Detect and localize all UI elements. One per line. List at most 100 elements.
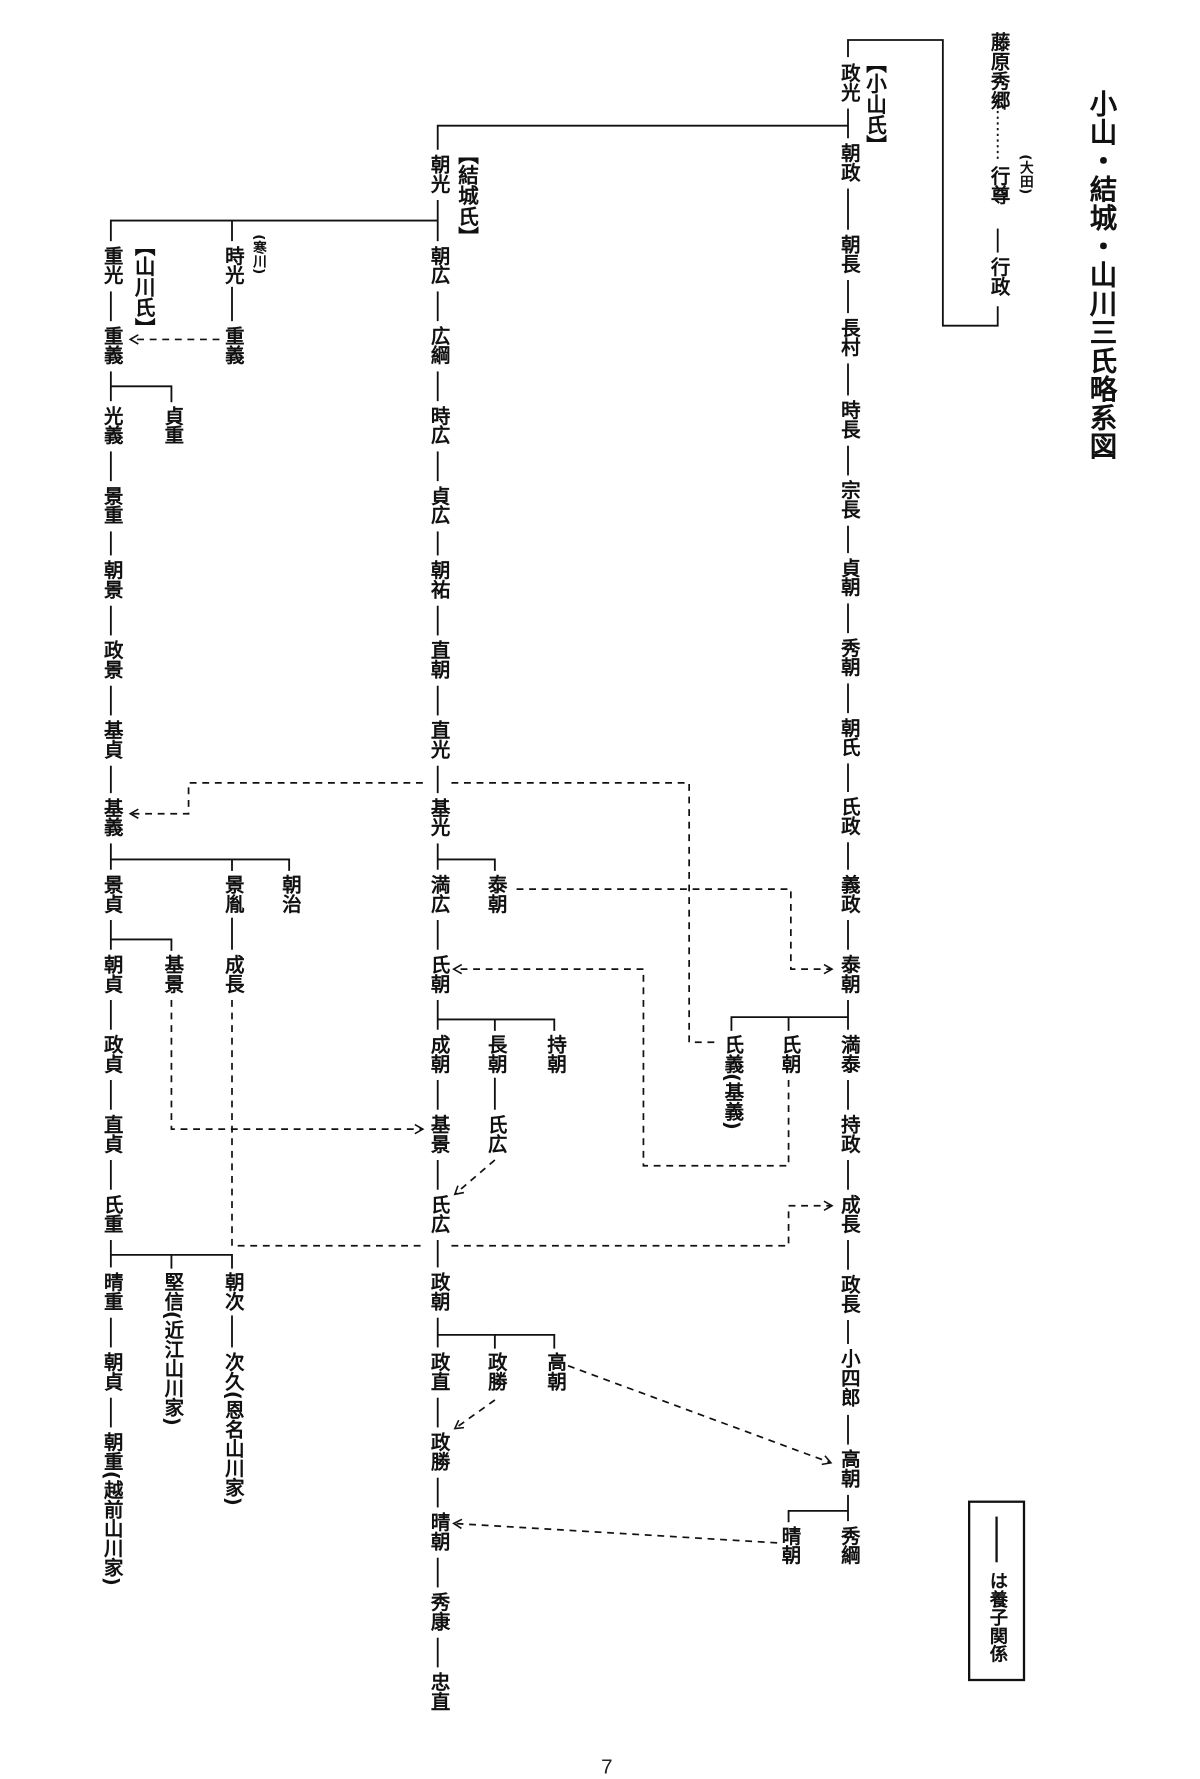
- person-name: 高朝: [542, 1351, 566, 1391]
- person-name: 行政: [986, 257, 1010, 296]
- person-name: 満広: [426, 874, 450, 914]
- ujitomo-branch-line: [437, 1018, 556, 1031]
- person-name: 朝治: [277, 874, 301, 914]
- person-name: 朝貞: [99, 954, 123, 994]
- person-name: 重義: [99, 325, 123, 365]
- person-name: 基貞: [99, 719, 123, 759]
- person-name: 景胤: [220, 874, 244, 914]
- person-name: 長朝: [483, 1034, 507, 1074]
- person-name: 基光: [426, 797, 450, 837]
- person-name: 晴重: [99, 1271, 123, 1311]
- person-name: 政光: [836, 62, 860, 102]
- clan-label-yuki: 【結城氏】: [454, 143, 479, 247]
- person-name: 秀朝: [836, 637, 860, 677]
- adoption-takatomo: [567, 1364, 833, 1466]
- shigeyoshi-branch-line: [110, 385, 173, 403]
- person-name: 重義: [220, 325, 244, 365]
- person-name: 小四郎: [836, 1348, 860, 1407]
- masatomo-branch-line: [437, 1333, 556, 1349]
- person-name: 氏朝: [777, 1034, 800, 1074]
- person-name: 義政: [836, 874, 860, 914]
- person-name: 朝祐: [426, 559, 450, 599]
- person-name: 長村: [836, 317, 860, 357]
- ota-note: (大田): [1018, 154, 1035, 195]
- person-name: 朝政: [836, 142, 860, 182]
- adoption-nariyoshi-a: [231, 999, 423, 1247]
- person-name: 成長: [220, 954, 244, 994]
- person-name: 成朝: [426, 1034, 450, 1074]
- person-name: 満泰: [836, 1034, 860, 1074]
- person-name: 晴朝: [777, 1525, 800, 1565]
- person-name: 藤原秀郷: [986, 31, 1010, 110]
- person-name: 氏広: [483, 1114, 507, 1154]
- person-name: 政長: [836, 1274, 860, 1314]
- person-name: 広綱: [426, 325, 450, 365]
- motomitsu-branch-line: [437, 858, 496, 871]
- adoption-harutomo: [452, 1518, 778, 1544]
- person-name: 政景: [99, 639, 123, 679]
- person-name: 泰朝: [483, 874, 507, 914]
- person-name: 高朝: [836, 1449, 860, 1488]
- person-name: 時光: [220, 245, 244, 285]
- person-name: 景貞: [99, 874, 123, 914]
- fujiwara-to-oyama-line: [847, 39, 999, 327]
- person-name: 朝次: [220, 1271, 244, 1311]
- adoption-ujitomo: [452, 963, 790, 1167]
- adoption-ujiyoshi: [451, 781, 718, 1044]
- person-name: 直朝: [426, 639, 450, 679]
- ujishige-branch-line: [110, 1253, 233, 1269]
- takatomo-branch-line: [787, 1509, 848, 1523]
- legend-box: は養子関係: [967, 1500, 1026, 1682]
- tomomitsu-children-line: [109, 219, 438, 242]
- person-name: 直貞: [99, 1114, 123, 1154]
- person-name: 氏朝: [426, 954, 450, 994]
- page-number: 7: [601, 1755, 613, 1779]
- person-name: 政直: [426, 1351, 450, 1391]
- person-name: 朝広: [426, 245, 450, 285]
- person-name: 政朝: [426, 1271, 450, 1311]
- person-name: (寒川): [251, 234, 268, 275]
- person-name: 政貞: [99, 1034, 123, 1074]
- person-name: 持政: [836, 1114, 860, 1154]
- adoption-masakatsu: [453, 1399, 496, 1430]
- legend-line-sample: [995, 1516, 998, 1563]
- adoption-motokage: [170, 999, 425, 1135]
- person-name: 基景: [426, 1114, 450, 1154]
- legend-text: は養子関係: [986, 1571, 1008, 1663]
- person-name: 朝氏: [836, 717, 860, 757]
- adoption-ujihiro: [453, 1159, 496, 1196]
- person-name: 時広: [426, 405, 450, 445]
- person-name: 貞広: [426, 485, 450, 525]
- person-name: 政勝: [483, 1351, 507, 1391]
- person-name: 行尊: [986, 165, 1010, 205]
- motoyoshi-branch-line: [110, 858, 291, 871]
- person-name: 朝光: [426, 154, 450, 194]
- person-name: 氏政: [836, 796, 860, 836]
- yasutomo-branch-line: [730, 1016, 848, 1031]
- person-name: 秀康: [426, 1591, 450, 1631]
- person-name: 政勝: [426, 1431, 450, 1471]
- person-name: 氏義(基義): [719, 1034, 743, 1130]
- person-name: 泰朝: [836, 954, 860, 994]
- person-name: 重光: [99, 245, 123, 285]
- person-name: 次久(恩名山川家): [220, 1351, 244, 1506]
- person-name: 成長: [836, 1194, 860, 1234]
- person-name: 景重: [99, 485, 123, 525]
- person-name: 朝景: [99, 559, 123, 599]
- page-title: 小山・結城・山川三氏略系図: [1084, 89, 1117, 461]
- clan-label-yamakawa: 【山川氏】: [131, 235, 156, 339]
- adoption-motoyoshi: [128, 781, 423, 819]
- person-name: 光義: [99, 405, 123, 445]
- person-name: 基景: [159, 954, 183, 994]
- person-name: 朝貞: [99, 1351, 123, 1391]
- masamitsu-tomomitsu-line: [436, 124, 848, 150]
- person-name: 堅信(近江山川家): [159, 1271, 183, 1426]
- clan-label-oyama: 【小山氏】: [862, 52, 887, 156]
- person-name: 持朝: [542, 1034, 566, 1074]
- person-name: 基義: [99, 797, 123, 837]
- person-name: 朝重(越前山川家): [99, 1431, 123, 1586]
- person-name: 氏広: [426, 1194, 450, 1234]
- person-name: 晴朝: [426, 1511, 450, 1551]
